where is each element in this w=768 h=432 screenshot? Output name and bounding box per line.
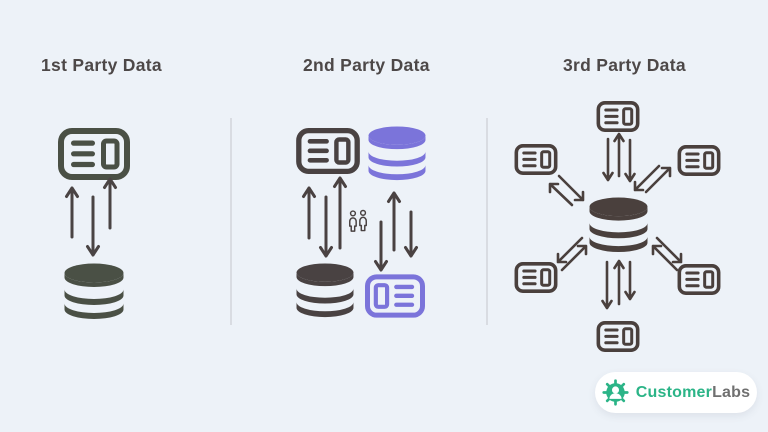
arrows-hub-bottom <box>601 259 636 310</box>
logo-text-customer: Customer <box>635 383 713 401</box>
section-title-1st-party: 1st Party Data <box>41 55 162 75</box>
arrows-hub-upper-right <box>633 164 672 194</box>
section-title-2nd-party: 2nd Party Data <box>303 55 430 75</box>
section-title-3rd-party: 3rd Party Data <box>563 55 686 75</box>
customerlabs-logo: CustomerLabs <box>595 372 757 413</box>
arrows-second-party-right <box>374 191 418 272</box>
arrows-second-party-left <box>302 176 347 258</box>
logo-wordmark: CustomerLabs <box>636 384 750 402</box>
gear-person-icon <box>602 379 629 406</box>
logo-text-labs: Labs <box>712 383 751 401</box>
arrows-hub-lower-left <box>556 236 588 272</box>
section-divider-left <box>230 118 232 325</box>
arrows-third-party <box>548 132 683 310</box>
arrows-hub-top <box>602 132 636 183</box>
arrows-hub-upper-left <box>548 174 585 207</box>
section-divider-right <box>486 118 488 325</box>
arrows-first-party <box>65 177 117 257</box>
arrows-hub-lower-right <box>651 236 683 272</box>
